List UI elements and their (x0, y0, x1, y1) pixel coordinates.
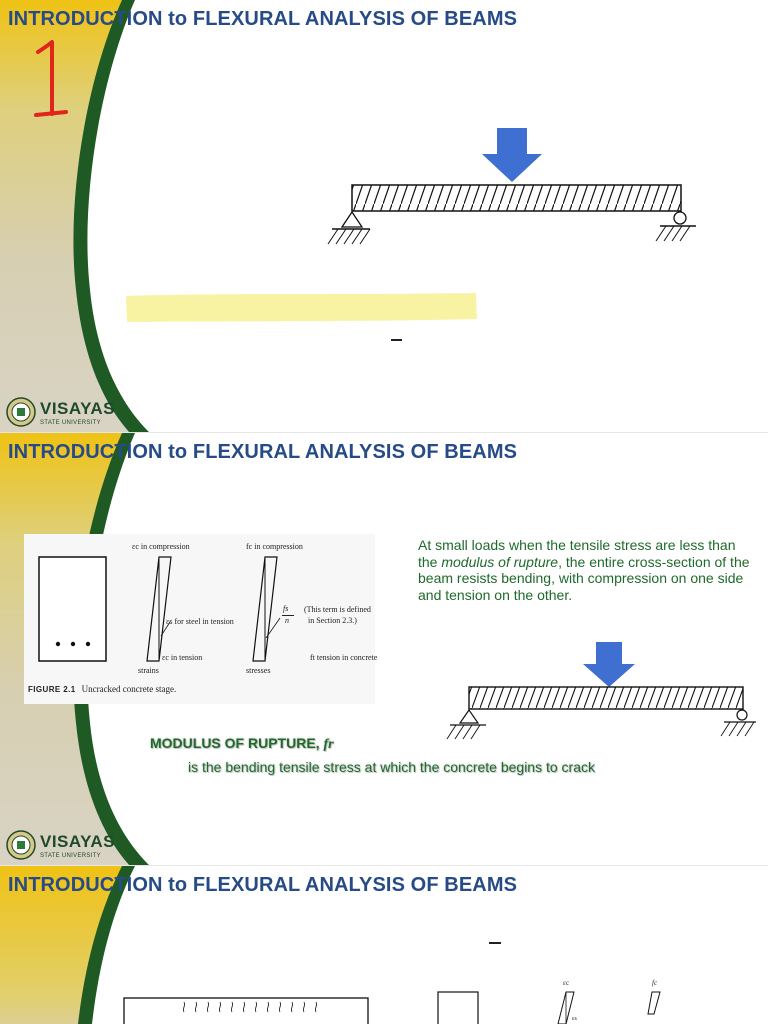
figure-caption-text: Uncracked concrete stage. (81, 684, 177, 694)
university-seal-icon (6, 830, 36, 860)
university-seal-icon (6, 397, 36, 427)
slide-3: INTRODUCTION to FLEXURAL ANALYSIS OF BEA… (0, 866, 768, 1024)
modulus-of-rupture-definition: is the bending tensile stress at which t… (188, 759, 595, 775)
figure-caption: FIGURE 2.1 Uncracked concrete stage. (28, 684, 176, 694)
figure-2-1: εc in compression εs for steel in tensio… (24, 534, 378, 704)
university-logo: VISAYAS STATE UNIVERSITY (6, 397, 115, 427)
strain-mid-label: εs (572, 1016, 577, 1022)
modulus-of-rupture-term: MODULUS OF RUPTURE, fr (150, 735, 334, 752)
figure-drawing (38, 556, 281, 662)
roller-support-icon (673, 211, 687, 225)
university-name: VISAYAS (40, 398, 116, 418)
load-arrow-icon (482, 128, 542, 182)
stresses-label: stresses (246, 666, 271, 675)
pin-support-icon (340, 210, 364, 228)
strain-steel-label: εs for steel in tension (166, 617, 234, 626)
slide-1-side-decoration (0, 0, 150, 433)
intro-paragraph: At small loads when the tensile stress a… (418, 537, 750, 603)
handwritten-mark: 1 (30, 38, 74, 120)
strains-label: strains (138, 666, 159, 675)
stress-note-line1: (This term is defined (304, 605, 371, 614)
university-subtitle: STATE UNIVERSITY (40, 852, 101, 859)
strain-top-label: εc (563, 979, 570, 987)
stress-note-line2: in Section 2.3.) (308, 616, 357, 625)
stress-bottom-label: ft tension in concrete (310, 653, 378, 662)
highlight-strip (126, 293, 477, 322)
fr-symbol: fr (323, 737, 334, 752)
university-subtitle: STATE UNIVERSITY (40, 419, 101, 426)
modulus-of-rupture-emphasis: modulus of rupture (441, 553, 559, 570)
pin-support-icon (458, 708, 480, 724)
slide-title: INTRODUCTION to FLEXURAL ANALYSIS OF BEA… (8, 874, 518, 896)
roller-support-icon (736, 709, 748, 721)
strain-bottom-label: εc in tension (162, 653, 203, 662)
university-logo: VISAYAS STATE UNIVERSITY (6, 830, 115, 860)
slide-2: INTRODUCTION to FLEXURAL ANALYSIS OF BEA… (0, 433, 768, 866)
stress-top-label: fc in compression (246, 542, 303, 551)
fraction-bar (282, 615, 294, 616)
partial-figure (123, 991, 661, 1024)
stress-top-label: fc (652, 979, 658, 987)
beam-diagram (327, 128, 696, 245)
strain-top-label: εc in compression (132, 542, 190, 551)
stress-fraction-denominator: n (285, 616, 289, 625)
university-name: VISAYAS (40, 831, 116, 851)
slide-1: INTRODUCTION to FLEXURAL ANALYSIS OF BEA… (0, 0, 768, 433)
slide-title: INTRODUCTION to FLEXURAL ANALYSIS OF BEA… (8, 8, 518, 30)
dash-mark (391, 339, 402, 341)
stress-fraction-numerator: fs (283, 604, 289, 613)
beam-diagram (446, 642, 756, 740)
slide-title: INTRODUCTION to FLEXURAL ANALYSIS OF BEA… (8, 441, 518, 463)
slide-3-side-decoration (0, 866, 135, 1024)
figure-label: FIGURE 2.1 (28, 685, 76, 694)
load-arrow-icon (583, 642, 635, 687)
dash-mark (489, 942, 501, 944)
